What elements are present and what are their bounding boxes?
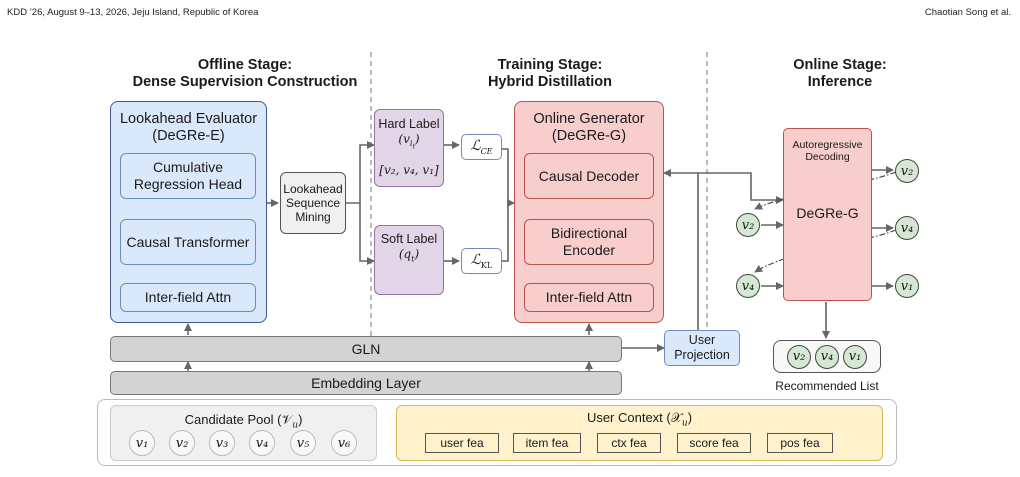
feature-item: item fea — [513, 433, 581, 453]
loss-ce: ℒCE — [461, 134, 502, 160]
soft-label-var: (qt) — [398, 247, 420, 264]
feature-ctx: ctx fea — [597, 433, 661, 453]
candidate-item: v₆ — [331, 430, 357, 456]
online-stage-subheading: Inference — [807, 74, 873, 90]
candidate-item: v₁ — [129, 430, 155, 456]
training-stage-subheading: Hybrid Distillation — [487, 74, 613, 90]
hard-label-var: (vit) — [398, 132, 420, 151]
evaluator-subtitle: (DeGRe-E) — [152, 128, 225, 144]
output-node-1: v₂ — [895, 159, 919, 183]
user-projection: User Projection — [664, 330, 740, 366]
recommended-item: v₂ — [787, 344, 811, 369]
candidate-item: v₃ — [209, 430, 235, 456]
recommended-list: v₂ v₄ v₁ — [773, 340, 881, 373]
gln-layer: GLN — [110, 336, 622, 362]
candidate-item: v₂ — [169, 430, 195, 456]
causal-transformer: Causal Transformer — [120, 219, 256, 265]
hard-label-title: Hard Label — [378, 117, 440, 131]
offline-stage-title: Offline Stage: Dense Supervision Constru… — [115, 57, 375, 91]
inference-degre-g: Autoregressive Decoding — [783, 128, 872, 301]
generator-inter-field-attn: Inter-field Attn — [524, 283, 654, 312]
autoregressive-decoding-label: Autoregressive Decoding — [792, 139, 863, 163]
candidate-item: v₄ — [249, 430, 275, 456]
feature-score: score fea — [677, 433, 751, 453]
recommended-item: v₄ — [815, 344, 839, 369]
embedding-layer: Embedding Layer — [110, 371, 622, 395]
hard-label-box: Hard Label (vit) [v₂, v₄, v₁] — [374, 109, 444, 187]
inference-model-label: DeGRe-G — [796, 205, 859, 221]
candidate-pool-label: Candidate Pool (𝒱u) — [184, 412, 303, 431]
training-stage-title: Training Stage: Hybrid Distillation — [450, 57, 650, 91]
evaluator-title: Lookahead Evaluator — [119, 111, 258, 127]
output-node-2: v₄ — [895, 216, 919, 240]
bidirectional-encoder: Bidirectional Encoder — [524, 219, 654, 265]
output-node-3: v₁ — [895, 274, 919, 298]
evaluator-inter-field-attn: Inter-field Attn — [120, 283, 256, 312]
loss-kl: ℒKL — [461, 248, 502, 274]
cumulative-regression-head: Cumulative Regression Head — [120, 153, 256, 199]
generator-subtitle: (DeGRe-G) — [551, 128, 627, 144]
page-header-left: KDD ’26, August 9–13, 2026, Jeju Island,… — [7, 7, 259, 18]
online-stage-title: Online Stage: Inference — [770, 57, 910, 91]
feature-user: user fea — [425, 433, 499, 453]
input-node-2: v₄ — [736, 274, 760, 298]
generator-title: Online Generator — [533, 111, 645, 127]
page-header-right: Chaotian Song et al. — [924, 7, 1011, 18]
input-node-1: v₂ — [736, 213, 760, 237]
recommended-item: v₁ — [843, 344, 867, 369]
lookahead-sequence-mining: Lookahead Sequence Mining — [280, 172, 346, 234]
hard-label-sequence: [v₂, v₄, v₁] — [379, 162, 439, 177]
candidate-item: v₅ — [290, 430, 316, 456]
soft-label-title: Soft Label — [380, 232, 438, 246]
causal-decoder: Causal Decoder — [524, 153, 654, 199]
user-context-label: User Context (𝒳u) — [586, 410, 693, 429]
soft-label-box: Soft Label (qt) — [374, 225, 444, 295]
offline-stage-heading: Offline Stage: — [197, 57, 293, 73]
training-stage-heading: Training Stage: — [497, 57, 603, 73]
candidate-pool: Candidate Pool (𝒱u) — [110, 405, 377, 461]
offline-stage-subheading: Dense Supervision Construction — [132, 74, 358, 90]
recommended-list-label: Recommended List — [775, 379, 879, 393]
feature-pos: pos fea — [767, 433, 833, 453]
online-stage-heading: Online Stage: — [793, 57, 887, 73]
